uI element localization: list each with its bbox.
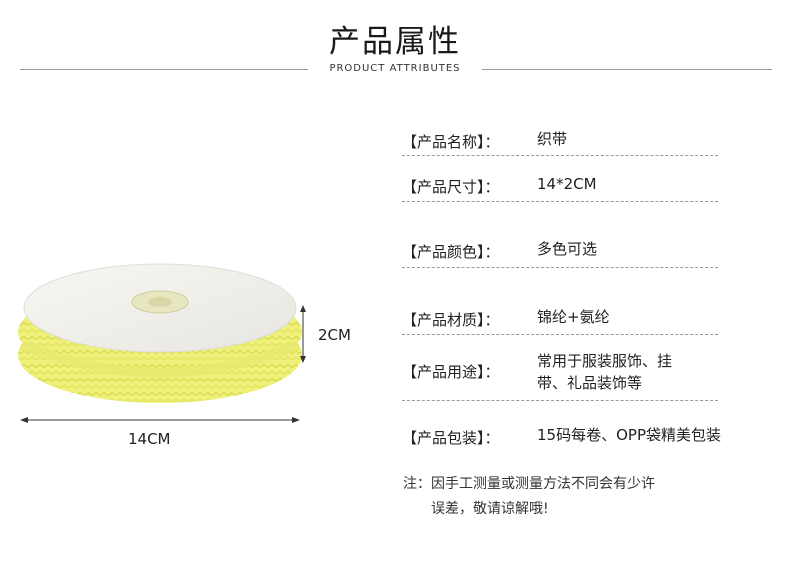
width-label: 14CM xyxy=(128,430,171,448)
spec-value: 15码每卷、OPP袋精美包装 xyxy=(537,426,721,444)
spec-value: 织带 xyxy=(537,130,568,148)
spec-row-packaging: 【产品包装】： 15码每卷、OPP袋精美包装 xyxy=(402,424,721,451)
spec-value-line: 常用于服装服饰、挂 xyxy=(537,352,673,370)
spec-value: 锦纶+氨纶 xyxy=(537,308,610,326)
page-title: 产品属性 xyxy=(329,24,461,60)
spec-row-size: 【产品尺寸】： 14*2CM xyxy=(402,171,718,202)
note-line: 注：因手工测量或测量方法不同会有少许 xyxy=(403,476,655,492)
spec-row-name: 【产品名称】： 织带 xyxy=(402,126,718,156)
spec-value: 常用于服装服饰、挂 带、礼品装饰等 xyxy=(537,350,672,394)
spec-row-usage: 【产品用途】： 常用于服装服饰、挂 带、礼品装饰等 xyxy=(402,348,718,401)
spec-value-line: 带、礼品装饰等 xyxy=(537,374,643,392)
spec-row-material: 【产品材质】： 锦纶+氨纶 xyxy=(402,304,718,335)
spec-label: 【产品颜色】： xyxy=(402,243,500,261)
page-subtitle: PRODUCT ATTRIBUTES xyxy=(329,63,461,74)
ribbon-spool-illustration xyxy=(18,263,306,423)
height-label: 2CM xyxy=(318,326,351,344)
spec-label: 【产品包装】： xyxy=(402,429,500,447)
title-divider-right xyxy=(482,69,772,70)
title-divider-left xyxy=(20,69,308,70)
spec-label: 【产品尺寸】： xyxy=(402,178,500,196)
measurement-note: 注：因手工测量或测量方法不同会有少许 误差，敬请谅解哦! xyxy=(403,472,655,522)
spec-label: 【产品用途】： xyxy=(402,363,500,381)
spec-value: 多色可选 xyxy=(537,240,598,258)
spec-row-color: 【产品颜色】： 多色可选 xyxy=(402,236,718,268)
note-line: 误差，敬请谅解哦! xyxy=(431,501,549,517)
spec-value: 14*2CM xyxy=(537,175,597,193)
product-image xyxy=(0,250,380,470)
spec-label: 【产品名称】： xyxy=(402,133,500,151)
spec-label: 【产品材质】： xyxy=(402,311,500,329)
